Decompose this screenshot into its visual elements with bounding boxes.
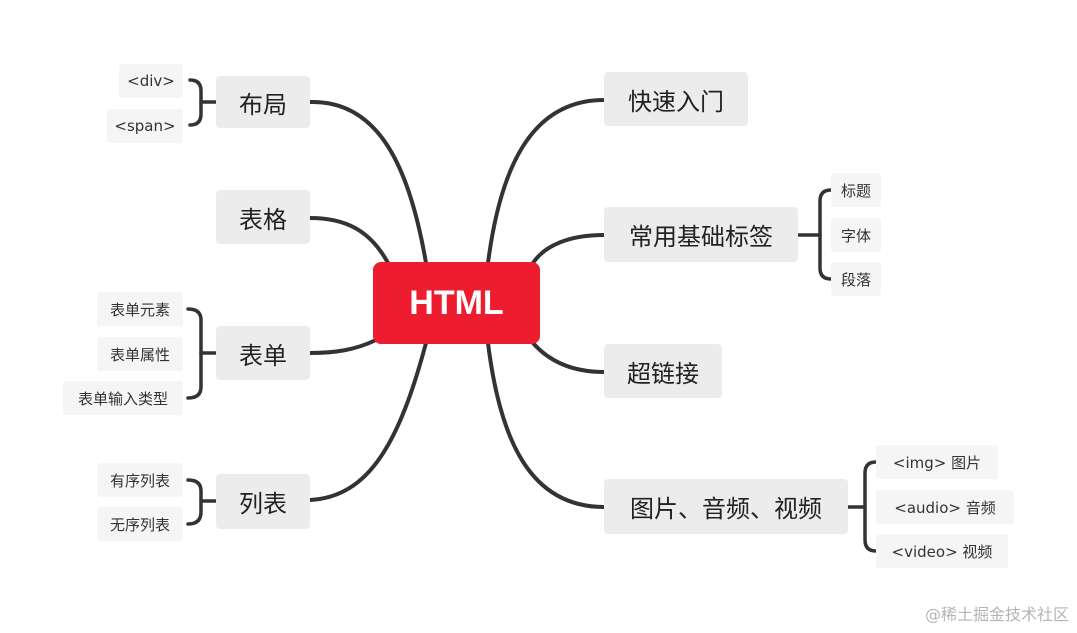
link-form — [308, 338, 378, 355]
root-node[interactable]: HTML — [373, 262, 540, 344]
node-hyperlink[interactable]: 超链接 — [604, 344, 722, 398]
node-layout[interactable]: 布局 — [216, 76, 310, 128]
link-layout — [308, 99, 428, 265]
link-basic-tags — [531, 233, 606, 265]
node-form[interactable]: 表单 — [216, 326, 310, 380]
subnode-div[interactable]: <div> — [119, 64, 183, 98]
subnode-ordered-list[interactable]: 有序列表 — [97, 463, 183, 497]
watermark: @稀土掘金技术社区 — [924, 605, 1069, 624]
subnode-form-attributes[interactable]: 表单属性 — [97, 337, 183, 371]
link-hyperlink — [531, 341, 606, 374]
link-table — [308, 216, 390, 265]
subnode-video[interactable]: <video> 视频 — [876, 534, 1008, 568]
node-quickstart[interactable]: 快速入门 — [604, 72, 748, 126]
link-quickstart — [486, 98, 606, 265]
node-media[interactable]: 图片、音频、视频 — [604, 479, 848, 534]
subnode-paragraph[interactable]: 段落 — [831, 262, 881, 296]
subnode-audio[interactable]: <audio> 音频 — [876, 490, 1014, 524]
subnode-img[interactable]: <img> 图片 — [876, 445, 998, 479]
node-list[interactable]: 列表 — [216, 474, 310, 529]
subnode-form-elements[interactable]: 表单元素 — [97, 292, 183, 326]
node-table[interactable]: 表格 — [216, 190, 310, 244]
link-list — [308, 341, 428, 502]
subnode-unordered-list[interactable]: 无序列表 — [97, 507, 183, 541]
subnode-span[interactable]: <span> — [107, 109, 183, 143]
link-media — [486, 341, 606, 509]
subnode-font[interactable]: 字体 — [831, 218, 881, 252]
subnode-heading[interactable]: 标题 — [831, 173, 881, 207]
subnode-form-input-types[interactable]: 表单输入类型 — [63, 381, 183, 415]
node-basic-tags[interactable]: 常用基础标签 — [604, 207, 798, 262]
